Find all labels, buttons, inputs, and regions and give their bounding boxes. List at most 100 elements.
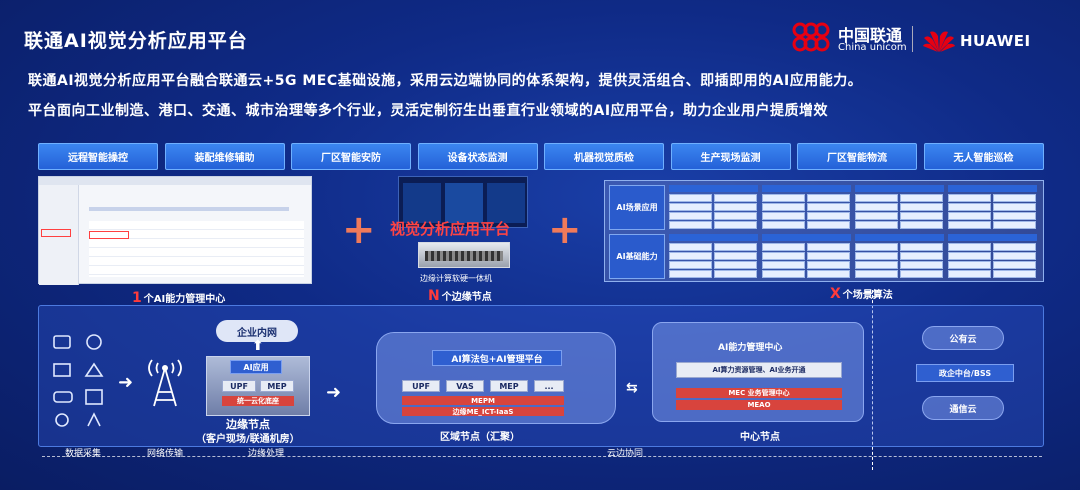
grid-cell	[762, 270, 805, 278]
grid-cell	[714, 252, 757, 260]
grid-cell	[948, 261, 991, 269]
grid-cell	[993, 203, 1036, 211]
grid-cell	[714, 194, 757, 202]
edge-node-title: 边缘节点	[226, 418, 270, 431]
grid-cell	[855, 261, 898, 269]
scenario-button[interactable]: 装配维修辅助	[164, 143, 285, 170]
grid-cell	[669, 221, 712, 229]
grid-cell	[993, 194, 1036, 202]
grid-cell	[807, 261, 850, 269]
grid-cell	[714, 243, 757, 251]
platform-label: 视觉分析应用平台	[390, 220, 511, 238]
footer-data-collection: 数据采集	[64, 449, 101, 459]
scenario-button[interactable]: 远程智能操控	[38, 143, 158, 170]
grid-block-header	[855, 234, 944, 241]
arrow-up-icon: ⬆	[252, 338, 264, 354]
footer-line	[42, 456, 1042, 457]
platform-dashboard-image	[398, 176, 528, 228]
grid-cell	[714, 203, 757, 211]
grid-block-header	[948, 185, 1037, 192]
mec-mgmt-bar: MEC 业务管理中心	[676, 388, 842, 398]
footer-cloud-edge: 云边协同	[606, 449, 643, 459]
grid-cell	[855, 194, 898, 202]
unicom-cn-text: 中国联通	[838, 26, 903, 45]
grid-cell	[762, 243, 805, 251]
grid-cell	[807, 194, 850, 202]
huawei-flower-icon	[923, 31, 955, 52]
grid-cell	[669, 252, 712, 260]
ai-resource-mgmt-bar: AI算力资源管理、AI业务开通	[676, 362, 842, 378]
edge-server-image	[418, 242, 510, 268]
edge-cloud-divider	[872, 290, 873, 470]
grid-cell	[807, 252, 850, 260]
china-unicom-logo: 中国联通 China unicom	[790, 20, 910, 56]
scenario-button[interactable]: 设备状态监测	[417, 143, 538, 170]
device-label: 边缘计算软硬一体机	[420, 274, 492, 283]
edge-node-subtitle: （客户现场/联通机房）	[196, 434, 300, 445]
grid-cell	[993, 252, 1036, 260]
arrow-right-icon-2: ➜	[326, 382, 342, 403]
ai-base-cap-label: AI基础能力	[609, 234, 665, 279]
region-vas-box: VAS	[446, 380, 484, 392]
grid-cell	[900, 270, 943, 278]
unified-cloud-base: 统一云化底座	[222, 396, 294, 406]
grid-cell	[948, 221, 991, 229]
grid-cell	[714, 221, 757, 229]
public-cloud: 公有云	[922, 326, 1004, 350]
ai-scene-app-label: AI场景应用	[609, 185, 665, 230]
center-node-title: 中心节点	[740, 432, 780, 443]
grid-cell	[762, 194, 805, 202]
huawei-text: HUAWEI	[960, 32, 1031, 50]
grid-cell	[993, 270, 1036, 278]
me-iaas-bar: 边缘ME_ICT-IaaS	[402, 407, 564, 416]
plus-icon: +	[342, 207, 376, 253]
grid-cell	[669, 261, 712, 269]
grid-cell	[762, 252, 805, 260]
grid-cell	[855, 212, 898, 220]
region-mep-box: MEP	[490, 380, 528, 392]
grid-cell	[669, 270, 712, 278]
scenario-button[interactable]: 厂区智能物流	[797, 143, 917, 170]
grid-cell	[807, 270, 850, 278]
footer-edge-processing: 边缘处理	[247, 449, 284, 459]
double-arrow-icon: ⇆	[626, 380, 638, 396]
unicom-knot-icon	[792, 22, 830, 52]
algo-package-bar: AI算法包+AI管理平台	[432, 350, 562, 366]
grid-cell	[993, 243, 1036, 251]
management-console-screenshot	[38, 176, 312, 285]
grid-cell	[855, 252, 898, 260]
intro-line-1: 联通AI视觉分析应用平台融合联通云+5G MEC基础设施，采用云边端协同的体系架…	[28, 73, 863, 89]
grid-cell	[855, 203, 898, 211]
grid-block-header	[762, 234, 851, 241]
grid-cell	[762, 203, 805, 211]
page-title: 联通AI视觉分析应用平台	[24, 30, 248, 52]
grid-cell	[855, 221, 898, 229]
footer-network: 网络传输	[146, 449, 183, 459]
grid-cell	[807, 243, 850, 251]
grid-cell	[948, 270, 991, 278]
grid-cell	[669, 194, 712, 202]
grid-cell	[948, 212, 991, 220]
arrow-right-icon: ➜	[118, 372, 134, 393]
scenario-button[interactable]: 无人智能巡检	[923, 143, 1044, 170]
terminal-devices	[48, 330, 112, 432]
scenario-button[interactable]: 机器视觉质检	[544, 143, 664, 170]
grid-cell	[714, 212, 757, 220]
grid-cell	[900, 212, 943, 220]
grid-cell	[948, 252, 991, 260]
grid-block-header	[948, 234, 1037, 241]
grid-cell	[900, 221, 943, 229]
grid-cell	[900, 252, 943, 260]
device-icons	[53, 334, 104, 427]
logo-divider	[912, 26, 913, 52]
grid-block-header	[762, 185, 851, 192]
plus-icon-2: +	[548, 207, 582, 253]
enterprise-intranet-cloud: 企业内网	[216, 320, 298, 342]
grid-cell	[762, 261, 805, 269]
scenario-button[interactable]: 厂区智能安防	[291, 143, 411, 170]
grid-block-header	[855, 185, 944, 192]
scenario-button[interactable]: 生产现场监测	[670, 143, 791, 170]
grid-cell	[762, 221, 805, 229]
